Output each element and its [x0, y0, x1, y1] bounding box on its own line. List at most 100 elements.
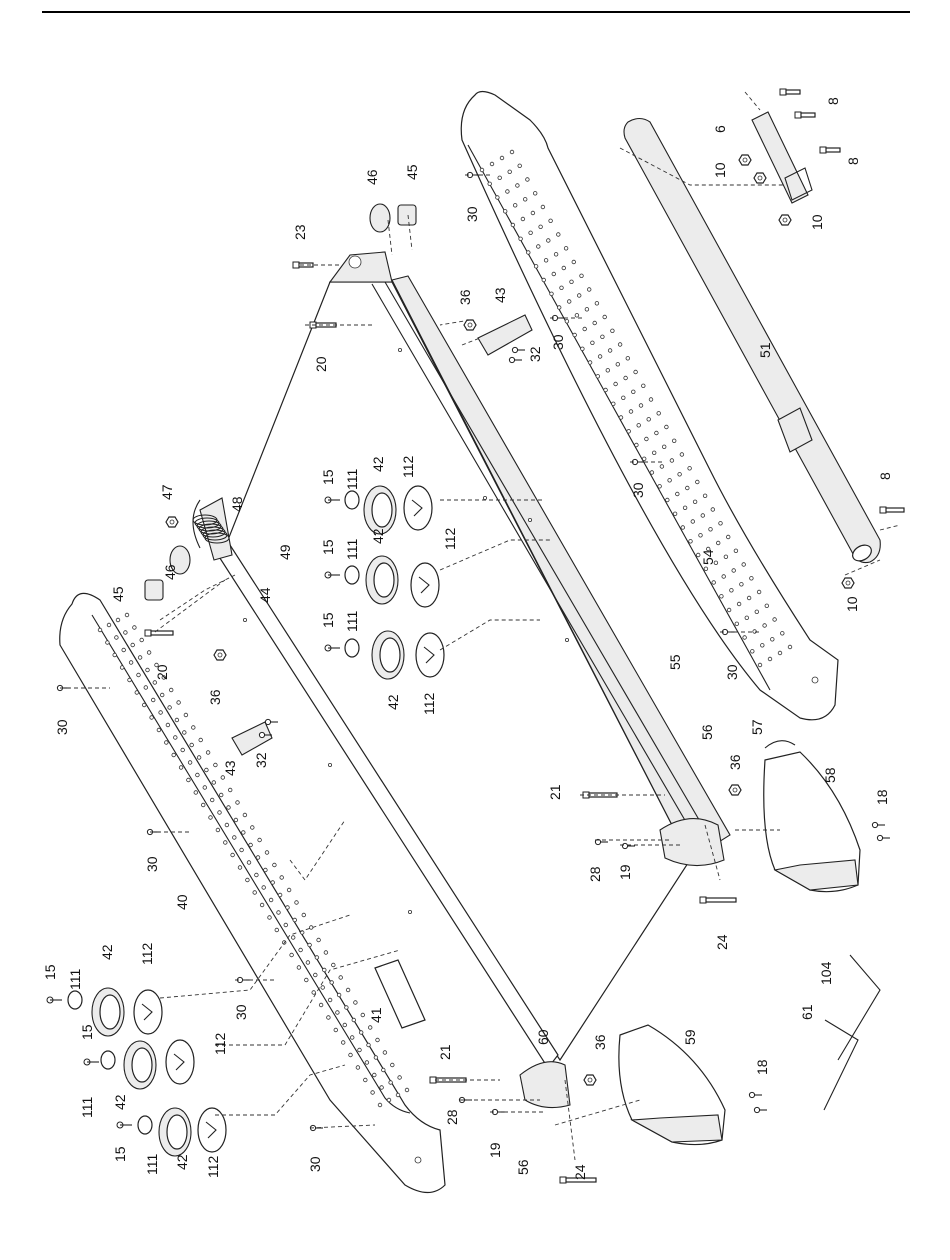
callout-30: 30 [464, 206, 480, 222]
tread-hole [490, 162, 494, 166]
tread-hole [120, 666, 124, 670]
tread-hole [144, 686, 148, 690]
tread-hole [627, 430, 631, 434]
wheel-spacer [68, 991, 82, 1009]
wheel-spacer [345, 491, 359, 509]
bolt-8a-shank [786, 90, 800, 94]
tread-hole [606, 369, 610, 373]
tread-hole [730, 589, 734, 593]
tread-hole [349, 1053, 353, 1057]
bracket-43b [232, 722, 272, 755]
tread-hole [773, 618, 777, 622]
tread-hole [618, 343, 622, 347]
tread-hole [284, 923, 288, 927]
tread-hole [373, 1073, 377, 1077]
tread-hole [508, 170, 512, 174]
tread-hole [689, 540, 693, 544]
callout-10: 10 [844, 596, 860, 612]
deck-hole [408, 910, 411, 913]
tread-hole [240, 848, 244, 852]
tread-hole [122, 648, 126, 652]
callout-45: 45 [110, 586, 126, 602]
screw-icon [872, 822, 877, 827]
tread-hole [203, 786, 207, 790]
wheel-cover [198, 1108, 226, 1152]
tread-hole [343, 1023, 347, 1027]
tread-hole [510, 150, 514, 154]
tread-hole [260, 903, 264, 907]
tread-hole [539, 225, 543, 229]
tread-hole [378, 1103, 382, 1107]
callout-43: 43 [222, 760, 238, 776]
tread-hole [172, 753, 176, 757]
tread-hole [280, 876, 284, 880]
tread-hole [498, 176, 502, 180]
tread-hole [184, 713, 188, 717]
tread-hole [287, 888, 291, 892]
ground-wire-57 [765, 741, 795, 748]
tread-hole [626, 357, 630, 361]
axle-24a-shank [706, 898, 736, 902]
callout-42: 42 [370, 456, 386, 472]
callout-8: 8 [877, 472, 893, 480]
tread-hole [337, 993, 341, 997]
callout-36: 36 [207, 689, 223, 705]
tread-hole [147, 651, 151, 655]
tread-hole [595, 302, 599, 306]
tread-hole [115, 636, 119, 640]
tread-hole [588, 361, 592, 365]
tread-hole [642, 384, 646, 388]
tread-hole [275, 928, 279, 932]
roller-46a [370, 204, 390, 232]
nut-36a-bore [468, 323, 472, 327]
tread-hole [334, 1028, 338, 1032]
tread-hole [361, 1013, 365, 1017]
tread-hole [236, 801, 240, 805]
tread-hole [278, 893, 282, 897]
leader-8c [880, 525, 900, 530]
callout-8: 8 [825, 97, 841, 105]
tread-hole [291, 936, 295, 940]
tread-hole [560, 286, 564, 290]
tread-hole [345, 1006, 349, 1010]
tread-hole [647, 418, 651, 422]
callout-60: 60 [535, 1029, 551, 1045]
callout-30: 30 [307, 1156, 323, 1172]
callout-18: 18 [874, 789, 890, 805]
tread-hole [788, 645, 792, 649]
tread-hole [565, 320, 569, 324]
tread-hole [583, 327, 587, 331]
callout-30: 30 [724, 664, 740, 680]
tread-hole [716, 541, 720, 545]
callout-44: 44 [257, 587, 273, 603]
tread-hole [113, 653, 117, 657]
tread-hole [655, 431, 659, 435]
tread-hole [382, 1068, 386, 1072]
tread-hole [305, 978, 309, 982]
callout-15: 15 [320, 469, 336, 485]
callout-54: 54 [700, 549, 716, 565]
wheel-inner [380, 638, 400, 672]
callout-30: 30 [144, 856, 160, 872]
tread-hole [196, 773, 200, 777]
callout-15: 15 [320, 539, 336, 555]
end-cap-45b [145, 580, 163, 600]
callout-45: 45 [404, 164, 420, 180]
tread-hole [174, 736, 178, 740]
tread-hole [751, 650, 755, 654]
tread-hole [645, 437, 649, 441]
bracket-43a [478, 315, 532, 355]
tread-hole [201, 803, 205, 807]
wheel-cover [404, 486, 432, 530]
tread-hole [106, 641, 110, 645]
screw-icon [265, 719, 270, 724]
callout-57: 57 [749, 719, 765, 735]
tread-hole [157, 728, 161, 732]
front-right-tube-end [660, 819, 724, 866]
tread-hole [581, 347, 585, 351]
wheel-spacer [345, 566, 359, 584]
left-rail-end-hole [415, 1157, 421, 1163]
wheel-inner [167, 1115, 187, 1149]
tread-hole [549, 219, 553, 223]
tread-hole [527, 251, 531, 255]
